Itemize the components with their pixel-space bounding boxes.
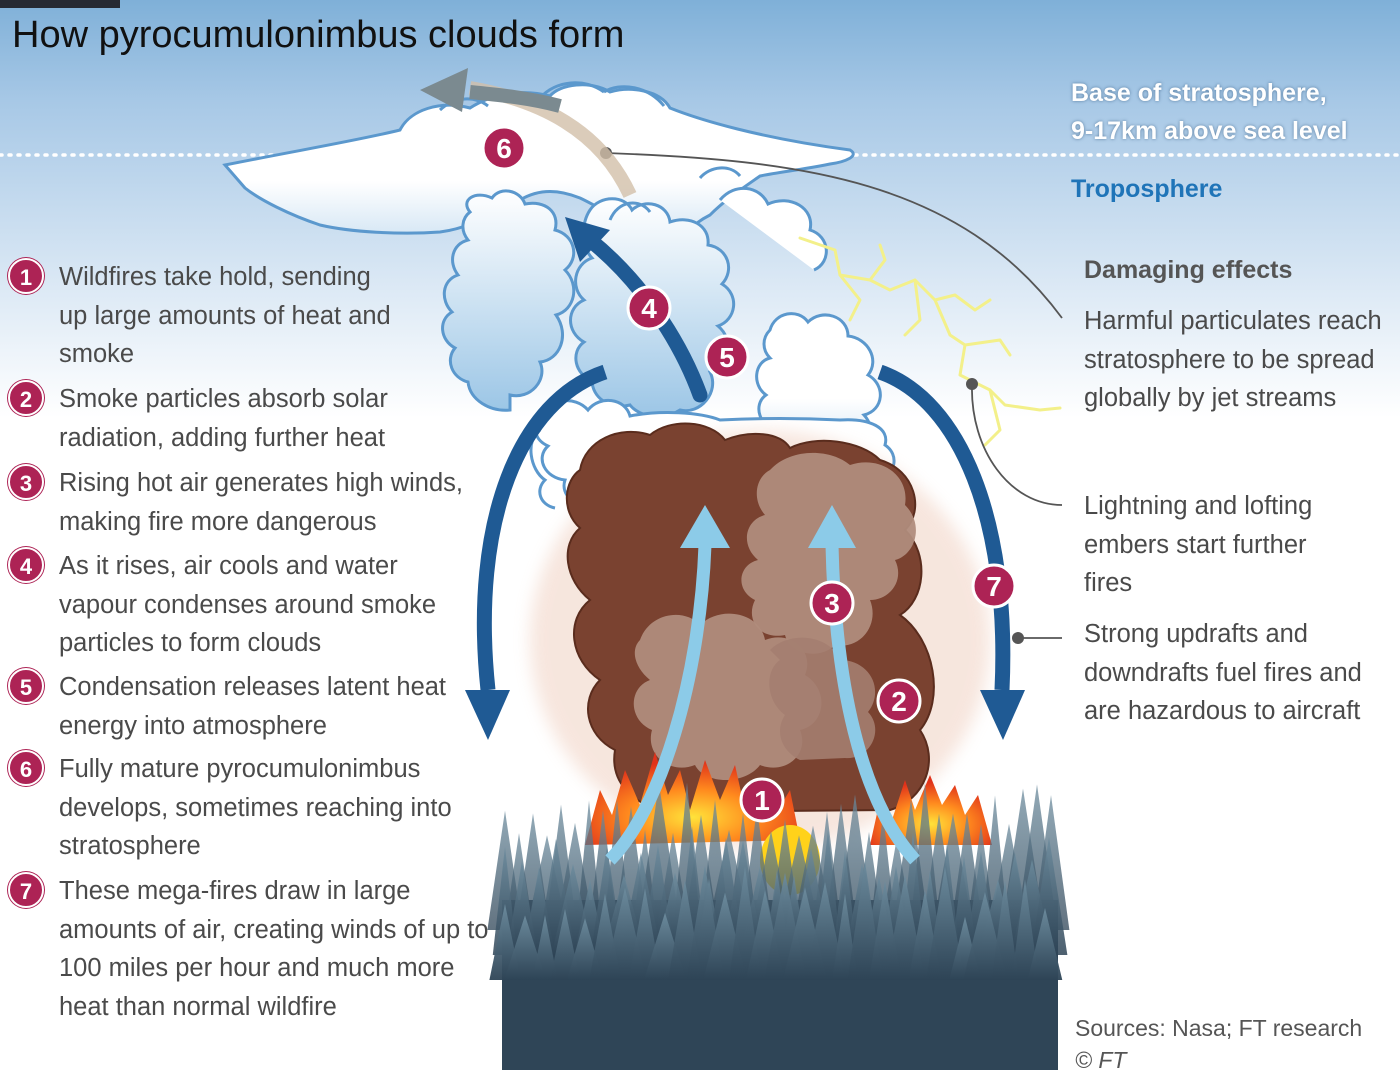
step-badge: 7 [8, 872, 44, 908]
step-text: These mega-fires draw in large amounts o… [59, 877, 489, 1021]
callout-dot-lightning [966, 378, 978, 390]
step-text: Wildfires take hold, sending up large am… [59, 263, 391, 368]
step-text: Rising hot air generates high winds, mak… [59, 469, 463, 536]
smoke-plume [530, 422, 990, 850]
svg-text:6: 6 [496, 133, 512, 164]
updraft-arrow-left [605, 505, 730, 865]
stratosphere-label-line-2: 9-17km above sea level [1071, 117, 1348, 145]
svg-text:5: 5 [719, 342, 735, 373]
effect-updrafts: Strong updrafts and downdrafts fuel fire… [1084, 620, 1362, 725]
step-text: Condensation releases latent heat energy… [59, 673, 447, 740]
svg-text:3: 3 [824, 588, 840, 619]
step-badge: 6 [8, 750, 44, 786]
diagram-badge-2: 2 [876, 678, 922, 724]
forest [487, 782, 1070, 1070]
step-badge: 3 [8, 464, 44, 500]
step-text: As it rises, air cools and water vapour … [59, 552, 437, 657]
diagram-badge-6: 6 [481, 125, 527, 171]
outflow-arrow [420, 68, 637, 198]
diagram-badge-7: 7 [971, 563, 1017, 609]
step-badge: 1 [8, 258, 44, 294]
svg-text:2: 2 [891, 686, 907, 717]
effect-lightning: Lightning and lofting embers start furth… [1084, 492, 1313, 597]
left-cloud-column [441, 189, 576, 412]
step-text: Fully mature pyrocumulonimbus develops, … [59, 755, 452, 860]
svg-text:7: 7 [986, 571, 1002, 602]
downdraft-arrow-left [465, 364, 608, 740]
sources-text: Sources: Nasa; FT research [1075, 1015, 1363, 1041]
copyright-text: © FT [1075, 1047, 1127, 1073]
lightning-bolts [798, 236, 1062, 447]
diagram-badge-5: 5 [704, 334, 750, 380]
effect-particulates: Harmful particulates reach stratosphere … [1084, 307, 1382, 412]
stratosphere-label: Base of stratosphere, 9-17km above sea l… [1071, 74, 1391, 150]
step-badge: 2 [8, 380, 44, 416]
page-title: How pyrocumulonimbus clouds form [12, 14, 625, 56]
callout-dot-updrafts [1012, 632, 1024, 644]
callout-lines [605, 152, 1063, 639]
sources-credit: Sources: Nasa; FT research © FT [1075, 1012, 1362, 1076]
damaging-effects-title: Damaging effects [1084, 256, 1293, 284]
header-accent-bar [0, 0, 120, 8]
diagram-badge-1: 1 [739, 777, 785, 823]
stratosphere-label-line-1: Base of stratosphere, [1071, 79, 1327, 107]
svg-text:4: 4 [641, 293, 657, 324]
troposphere-label: Troposphere [1071, 175, 1223, 203]
downdraft-arrow-right [877, 364, 1025, 740]
step-badge: 5 [8, 668, 44, 704]
svg-text:1: 1 [754, 785, 770, 816]
step-badge: 4 [8, 547, 44, 583]
diagram-badge-4: 4 [626, 285, 672, 331]
diagram-badge-3: 3 [809, 580, 855, 626]
step-text: Smoke particles absorb solar radiation, … [59, 385, 388, 452]
